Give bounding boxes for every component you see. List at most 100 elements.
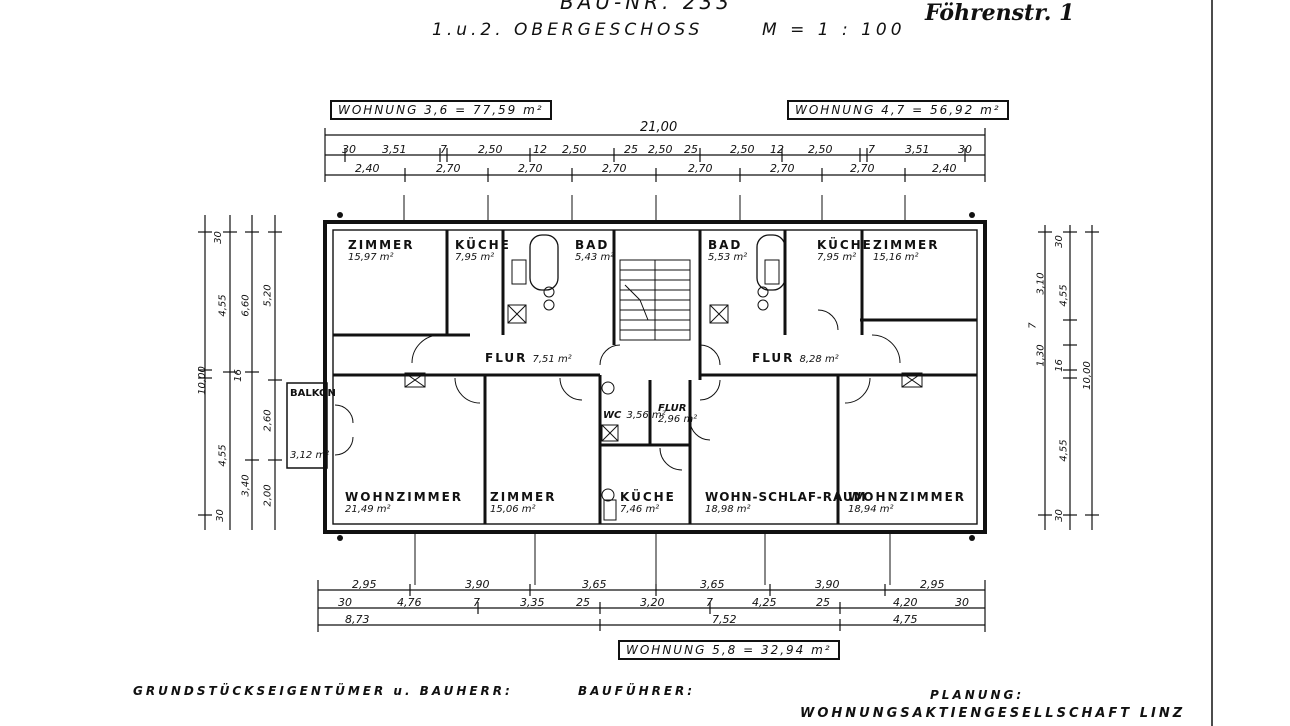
dim-right-9: 10,00 [1081, 361, 1093, 390]
room-name: ZIMMER [873, 238, 940, 252]
dim-right-2: 3,10 [1035, 272, 1047, 295]
room-name: BALKON [290, 388, 336, 399]
building-number: BAU-NR. 233 [560, 0, 734, 14]
room-area: 8,28 m² [799, 354, 839, 365]
room-name: KÜCHE [817, 238, 873, 252]
owner-label: GRUNDSTÜCKSEIGENTÜMER u. BAUHERR: [133, 684, 513, 698]
room-name: FLUR [658, 403, 687, 414]
dim-top-10: 2,50 [730, 143, 755, 156]
room-area: 15,06 m² [490, 504, 536, 515]
dim-right-5: 1,30 [1035, 344, 1047, 367]
dim-top-11: 12 [770, 143, 784, 156]
dim-left-4: 4,55 [217, 444, 229, 467]
dim-top2-8: 2,40 [932, 162, 957, 175]
planning-label: PLANUNG: [930, 688, 1025, 702]
dim-left-7: 3,40 [240, 474, 252, 497]
room-name: WOHNZIMMER [345, 490, 464, 504]
apartment-box-3-6: WOHNUNG 3,6 = 77,59 m² [330, 100, 552, 120]
room-name: BAD [708, 238, 743, 252]
dim-top2-1: 2,40 [355, 162, 380, 175]
room-name: ZIMMER [348, 238, 415, 252]
dim-left-6: 6,60 [240, 294, 252, 317]
dim-left-10: 2,00 [262, 484, 274, 507]
dim-top-9: 25 [684, 143, 698, 156]
room-name: WOHN-SCHLAF-RAUM [705, 490, 867, 504]
dim-right-1: 30 [1053, 235, 1065, 248]
dim-top-1: 30 [342, 143, 356, 156]
dim-top2-7: 2,70 [850, 162, 875, 175]
dim-right-3: 4,55 [1058, 284, 1070, 307]
room-wohnzimmer-left: WOHNZIMMER 21,49 m² [345, 490, 463, 515]
dim-left-11: 10,00 [196, 366, 208, 395]
room-area: 7,46 m² [620, 504, 660, 515]
dim-top-7: 25 [624, 143, 638, 156]
room-area: 7,95 m² [455, 252, 495, 263]
room-wohn-schlaf-raum: WOHN-SCHLAF-RAUM 18,98 m² [705, 490, 867, 515]
room-flur-right: FLUR 8,28 m² [752, 347, 839, 366]
room-area: 3,56 m² [626, 410, 666, 421]
room-bad-left: BAD 5,43 m² [575, 238, 614, 263]
dim-total-width: 21,00 [640, 120, 678, 135]
dim-left-2: 4,55 [217, 294, 229, 317]
room-area: 5,53 m² [708, 252, 748, 263]
dim-bot-3: 3,65 [582, 578, 607, 591]
dim-top2-5: 2,70 [688, 162, 713, 175]
builder-label: BAUFÜHRER: [578, 684, 696, 698]
room-name: WC [603, 410, 622, 421]
balkon-area: 3,12 m² [290, 450, 330, 461]
room-balkon: BALKON [290, 388, 336, 399]
room-zimmer-bottom: ZIMMER 15,06 m² [490, 490, 557, 515]
apartment-box-5-8: WOHNUNG 5,8 = 32,94 m² [618, 640, 840, 660]
dim-left-1: 30 [212, 231, 224, 244]
dim-left-9: 2,60 [262, 409, 274, 432]
dim-bot2-8: 4,25 [752, 596, 777, 609]
dim-bot2-5: 25 [576, 596, 590, 609]
dim-top-2: 3,51 [382, 143, 407, 156]
dim-top-8: 2,50 [648, 143, 673, 156]
room-name: BAD [575, 238, 610, 252]
dim-left-3: 16 [232, 369, 244, 382]
dim-top-15: 30 [958, 143, 972, 156]
dim-bot2-3: 7 [473, 596, 480, 609]
room-area: 15,16 m² [873, 252, 919, 263]
dim-top-14: 3,51 [905, 143, 930, 156]
dim-bot3-2: 7,52 [712, 613, 737, 626]
floor-title: 1.u.2. OBERGESCHOSS [432, 20, 704, 40]
dim-bot2-2: 4,76 [397, 596, 422, 609]
dim-top-5: 12 [533, 143, 547, 156]
room-kueche-top-right: KÜCHE 7,95 m² [817, 238, 873, 263]
dim-top2-6: 2,70 [770, 162, 795, 175]
room-area: 2,96 m² [658, 414, 698, 425]
dim-top2-3: 2,70 [518, 162, 543, 175]
room-flur-small: FLUR 2,96 m² [658, 403, 697, 425]
apartment-box-4-7: WOHNUNG 4,7 = 56,92 m² [787, 100, 1009, 120]
dim-top-12: 2,50 [808, 143, 833, 156]
dim-top2-4: 2,70 [602, 162, 627, 175]
room-name: ZIMMER [490, 490, 557, 504]
dim-bot3-1: 8,73 [345, 613, 370, 626]
dim-bot-4: 3,65 [700, 578, 725, 591]
room-wc: WC 3,56 m² [603, 403, 666, 422]
room-area: 7,95 m² [817, 252, 857, 263]
dim-bot2-10: 4,20 [893, 596, 918, 609]
room-area: 5,43 m² [575, 252, 615, 263]
room-area: 18,94 m² [848, 504, 894, 515]
room-zimmer-top-right: ZIMMER 15,16 m² [873, 238, 940, 263]
dim-right-8: 30 [1053, 509, 1065, 522]
dim-bot2-6: 3,20 [640, 596, 665, 609]
dim-bot-2: 3,90 [465, 578, 490, 591]
dim-top-13: 7 [868, 143, 875, 156]
room-zimmer-top-left: ZIMMER 15,97 m² [348, 238, 415, 263]
dim-left-5: 30 [214, 509, 226, 522]
dim-right-6: 16 [1053, 359, 1065, 372]
room-area: 21,49 m² [345, 504, 391, 515]
dim-bot-1: 2,95 [352, 578, 377, 591]
room-name: KÜCHE [620, 490, 676, 504]
dim-bot2-11: 30 [955, 596, 969, 609]
dim-right-4: 7 [1027, 322, 1039, 329]
room-wohnzimmer-right: WOHNZIMMER 18,94 m² [848, 490, 966, 515]
room-name: FLUR [752, 351, 795, 365]
dim-bot2-7: 7 [706, 596, 713, 609]
dim-top2-2: 2,70 [436, 162, 461, 175]
